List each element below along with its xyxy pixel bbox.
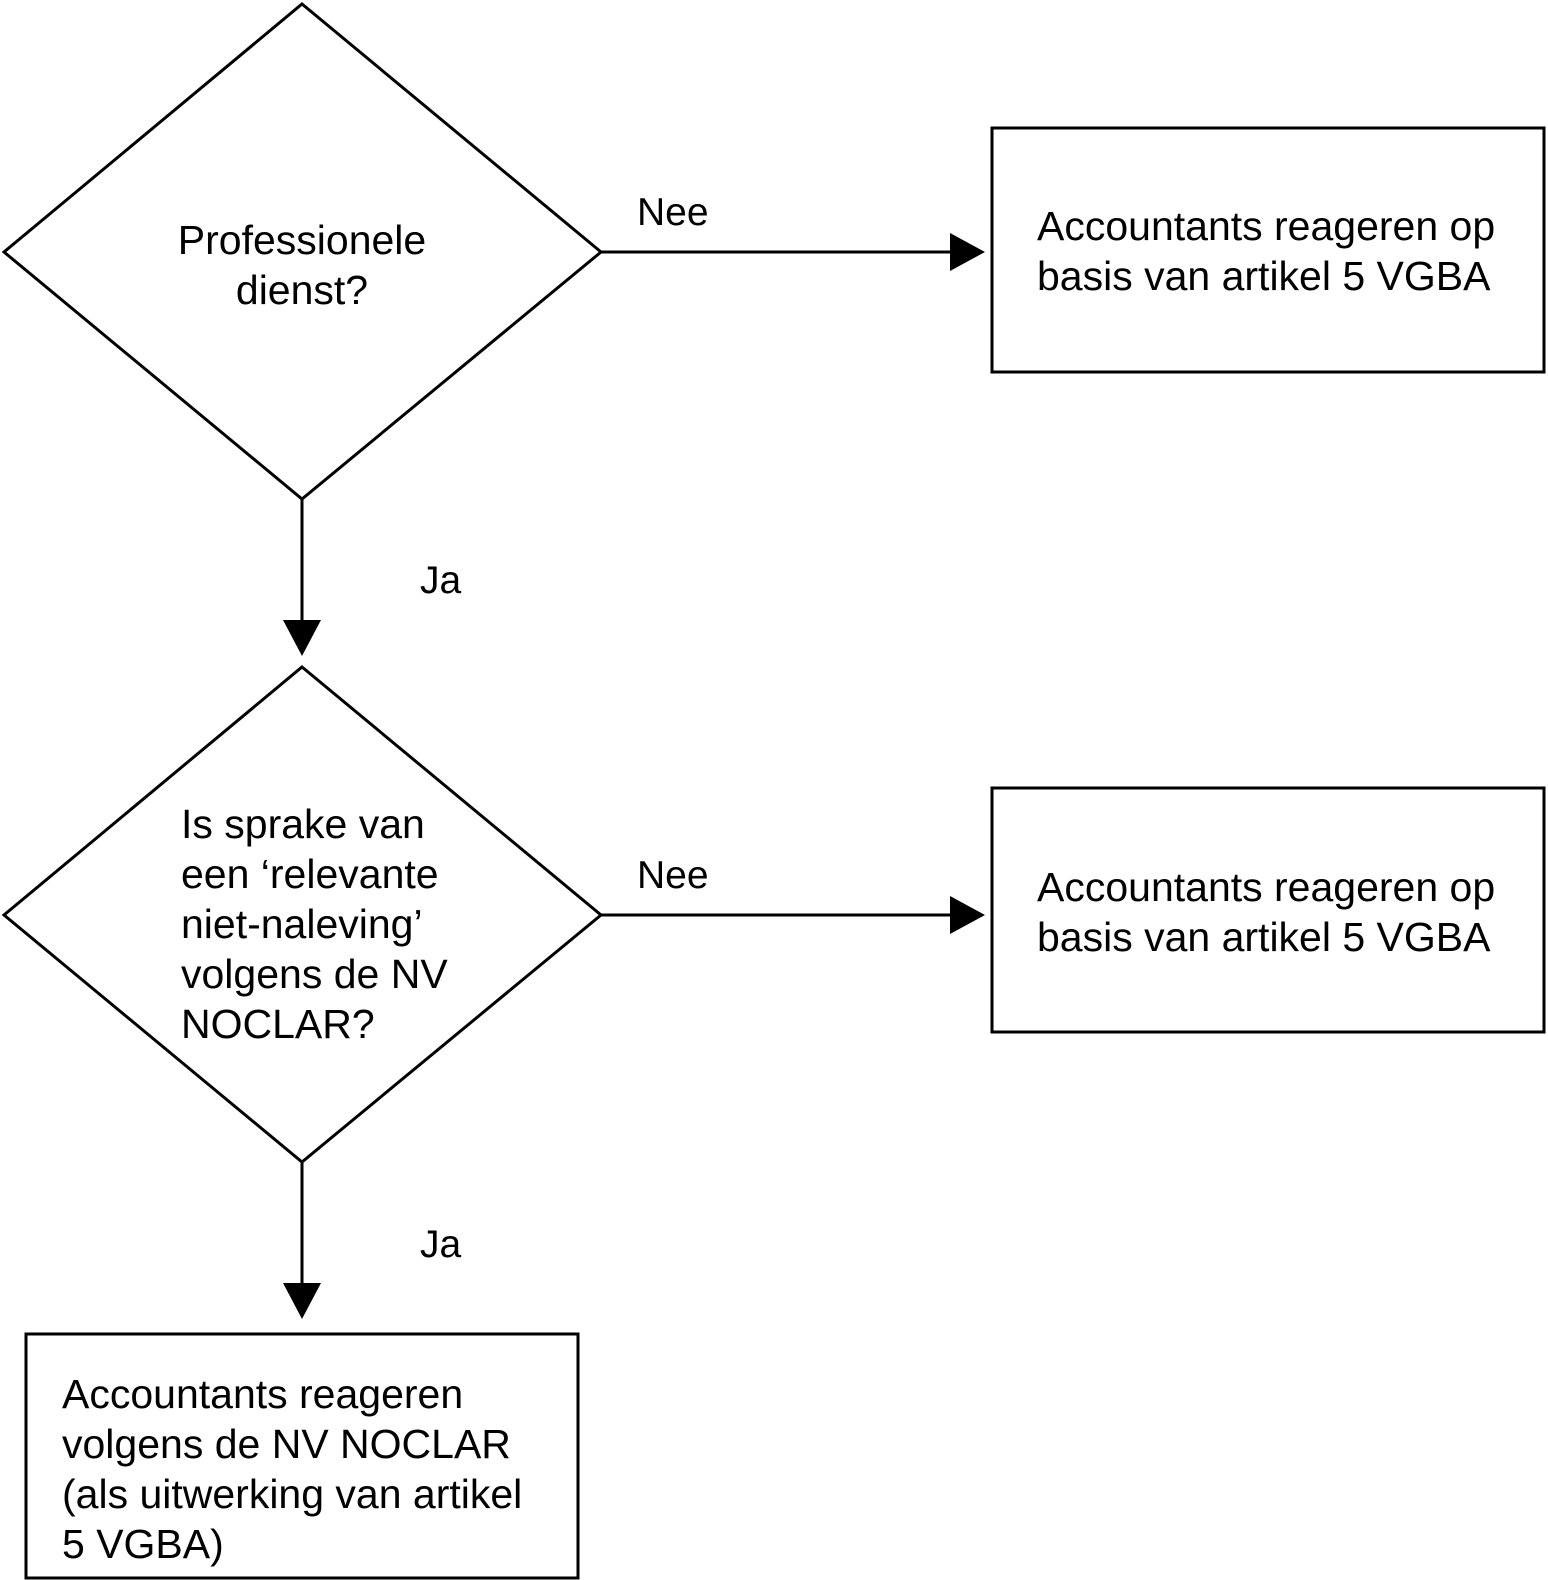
arrowhead-second-yes [283, 1283, 321, 1319]
arrowhead-first-no [950, 233, 985, 271]
edge-label-first-no: Nee [637, 191, 709, 234]
edge-label-first-yes: Ja [420, 559, 462, 602]
outcome-noclar-text: Accountants reageren volgens de NV NOCLA… [62, 1371, 523, 1567]
outcome-no-relevant-text: Accountants reageren op basis van artike… [1037, 864, 1496, 960]
edge-label-second-no: Nee [637, 854, 709, 897]
outcome-no-professional-box [990, 126, 1546, 374]
outcome-noclar-box [24, 1332, 580, 1580]
outcome-no-professional-text: Accountants reageren op basis van artike… [1037, 203, 1496, 299]
arrowhead-second-no [950, 896, 985, 934]
arrowhead-first-yes [283, 620, 321, 656]
decision-relevant-noncompliance-text: Is sprake van een ‘relevante niet-nalevi… [181, 801, 448, 1047]
edge-label-second-yes: Ja [420, 1223, 462, 1266]
outcome-no-relevant-box [990, 786, 1546, 1034]
decision-professional-service-text: Professionele dienst? [177, 217, 427, 313]
